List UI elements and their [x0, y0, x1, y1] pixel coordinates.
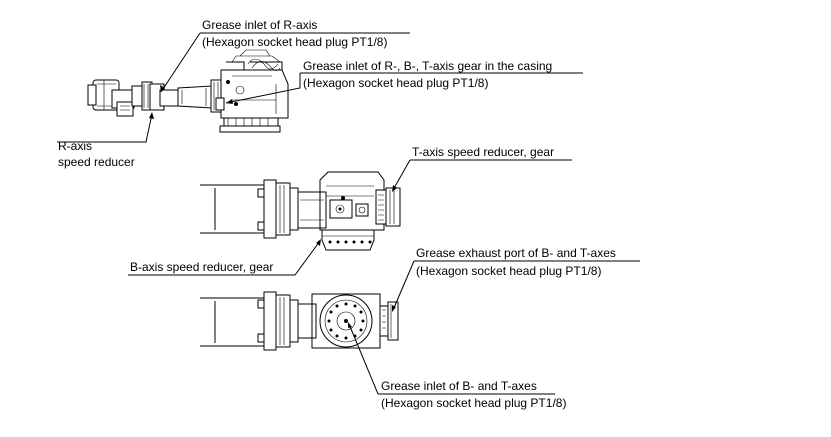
bt-grease-inlet-plug-label: (Hexagon socket head plug PT1/8) — [381, 396, 567, 410]
bt-grease-exhaust-label: Grease exhaust port of B- and T-axes — [416, 246, 616, 260]
leader-lines-view2 — [128, 159, 572, 276]
bt-grease-exhaust-plug-label: (Hexagon socket head plug PT1/8) — [416, 264, 602, 278]
r-axis-grease-inlet-label: Grease inlet of R-axis — [202, 18, 318, 32]
t-axis-reducer-label: T-axis speed reducer, gear — [412, 145, 555, 159]
leader-lines-view3 — [348, 260, 640, 395]
wrist-front-view — [200, 291, 399, 351]
rbt-gear-grease-inlet-plug-label: (Hexagon socket head plug PT1/8) — [303, 76, 489, 90]
rbt-gear-grease-inlet-label: Grease inlet of R-, B-, T-axis gear in t… — [303, 59, 553, 73]
r-axis-reducer-label-2: speed reducer — [58, 155, 135, 169]
r-axis-reducer-label: R-axis — [58, 139, 93, 153]
b-axis-reducer-label: B-axis speed reducer, gear — [130, 260, 274, 274]
leader-lines-view1 — [57, 32, 583, 143]
wrist-side-view — [200, 171, 401, 251]
robot-arm-side-view — [87, 49, 289, 133]
r-axis-grease-inlet-plug-label: (Hexagon socket head plug PT1/8) — [202, 35, 388, 49]
bt-grease-inlet-label: Grease inlet of B- and T-axes — [381, 379, 537, 393]
